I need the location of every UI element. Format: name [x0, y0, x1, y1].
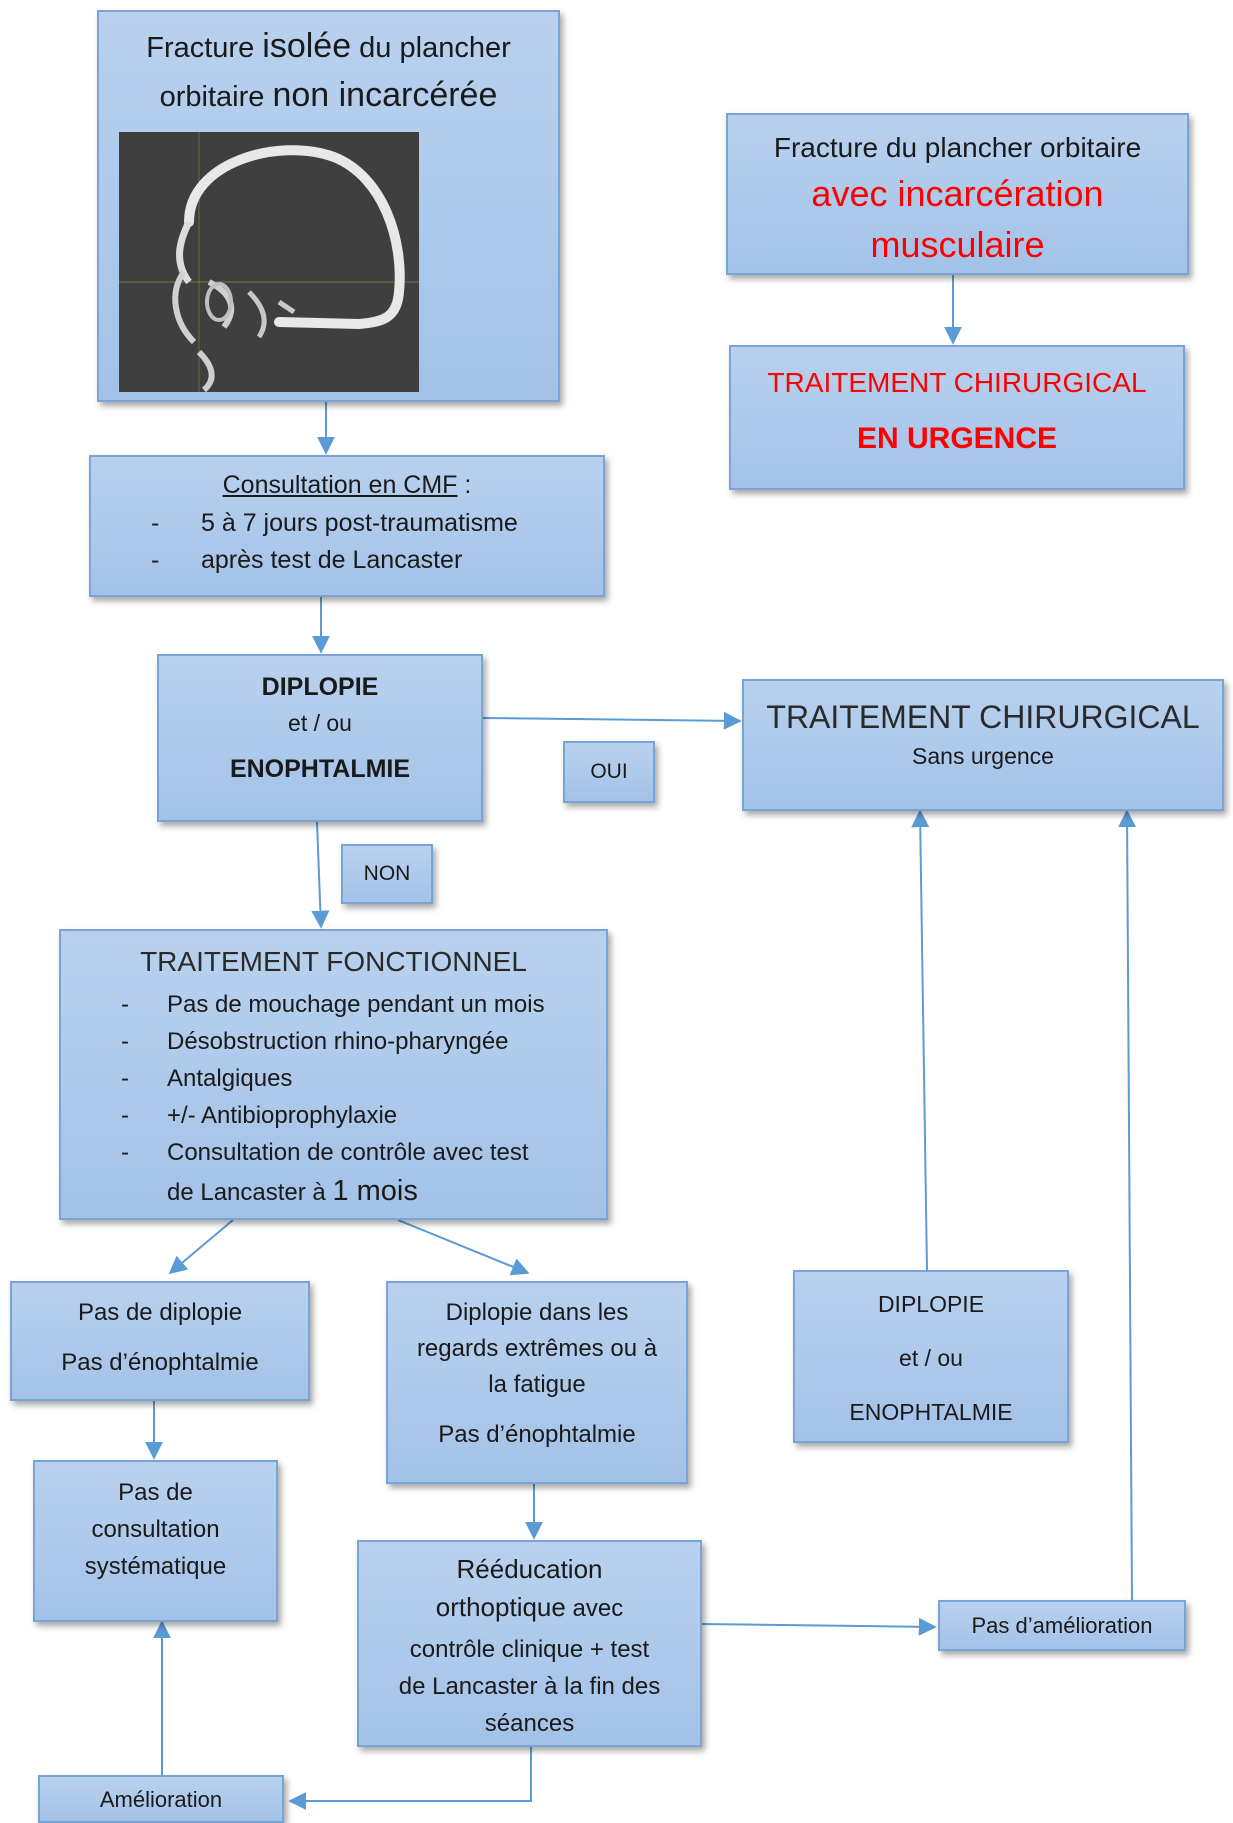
incarcerated-line1: Fracture du plancher orbitaire — [773, 132, 1142, 163]
functional-item: -Pas de mouchage pendant un mois — [121, 991, 545, 1018]
isolated-title-part5: non incarcérée — [272, 76, 498, 114]
reeducation-line3: contrôle clinique + test — [409, 1636, 650, 1663]
oui-text: OUI — [590, 760, 628, 783]
box-diplopie-right: DIPLOPIE et / ou ENOPHTALMIE — [793, 1270, 1069, 1443]
urgent-line2: EN URGENCE — [856, 422, 1058, 455]
diplopie-main-line2: et / ou — [288, 710, 352, 736]
box-incarcerated-fracture: Fracture du plancher orbitaire avec inca… — [726, 113, 1189, 275]
functional-item: -Antalgiques — [121, 1065, 293, 1092]
reeducation-line1: Rééducation — [456, 1554, 603, 1584]
extreme-line2: regards extrêmes ou à — [416, 1335, 658, 1362]
diplopie-main-line1: DIPLOPIE — [261, 673, 379, 701]
arrow-diplopie-to-functional — [311, 821, 330, 929]
isolated-title-part3: du plancher — [351, 32, 511, 64]
isolated-title-part2: isolée — [262, 27, 352, 65]
box-improvement: Amélioration — [38, 1775, 284, 1823]
no-consult-line1: Pas de — [118, 1479, 193, 1506]
box-diplopie-enophtalmie: DIPLOPIE et / ou ENOPHTALMIE — [157, 654, 483, 822]
arrow-reeducation-to-improvement — [288, 1747, 532, 1810]
box-no-consultation: Pas de consultation systématique — [33, 1460, 278, 1622]
extreme-line1: Diplopie dans les — [445, 1299, 629, 1326]
arrow-diplopie-to-surgery — [482, 711, 742, 730]
functional-item: -Consultation de contrôle avec test — [121, 1139, 529, 1166]
consultation-colon: : — [457, 471, 472, 499]
no-diplopia-line1: Pas de diplopie — [77, 1299, 243, 1326]
arrow-functional-to-nodiplopia — [168, 1219, 234, 1275]
arrow-reeducation-to-noimprove — [701, 1617, 937, 1636]
diplopie-main-line3: ENOPHTALMIE — [229, 755, 411, 783]
no-consult-line2: consultation — [91, 1516, 220, 1543]
urgent-line1: TRAITEMENT CHIRURGICAL — [767, 367, 1147, 398]
diplopie-right-line1: DIPLOPIE — [877, 1291, 985, 1317]
no-diplopia-line2: Pas d’énophtalmie — [61, 1349, 259, 1376]
box-functional-treatment: TRAITEMENT FONCTIONNEL -Pas de mouchage … — [59, 929, 608, 1220]
no-improvement-text: Pas d’amélioration — [971, 1613, 1153, 1638]
isolated-title-part4: orbitaire — [159, 81, 273, 113]
box-urgent-surgery: TRAITEMENT CHIRURGICAL EN URGENCE — [729, 345, 1185, 490]
box-isolated-fracture: Fracture isolée du plancher orbitaire no… — [97, 10, 560, 402]
consultation-item: -5 à 7 jours post-traumatisme — [151, 509, 518, 537]
box-consultation-cmf: Consultation en CMF : -5 à 7 jours post-… — [89, 455, 605, 597]
diplopie-right-line3: ENOPHTALMIE — [849, 1399, 1013, 1425]
functional-item: -Désobstruction rhino-pharyngée — [121, 1028, 509, 1055]
ct-scan-image — [119, 132, 419, 392]
isolated-title-part1: Fracture — [146, 32, 263, 64]
incarcerated-line2: avec incarcération — [811, 173, 1104, 214]
reeducation-line4: de Lancaster à la fin des — [398, 1673, 661, 1700]
reeducation-line2b: avec — [565, 1595, 624, 1622]
functional-item-last: de Lancaster à 1 mois — [167, 1175, 418, 1207]
box-diplopia-extreme: Diplopie dans les regards extrêmes ou à … — [386, 1281, 688, 1484]
incarcerated-line3: musculaire — [870, 224, 1045, 265]
arrow-noimprove-to-surgery — [1118, 809, 1137, 1601]
reeducation-line5: séances — [484, 1710, 575, 1737]
consultation-title: Consultation en CMF — [222, 471, 458, 499]
box-no-improvement: Pas d’amélioration — [938, 1600, 1186, 1651]
functional-title: TRAITEMENT FONCTIONNEL — [140, 946, 527, 977]
surgery-line1: TRAITEMENT CHIRURGICAL — [766, 699, 1200, 735]
reeducation-line2a: orthoptique — [435, 1592, 566, 1622]
extreme-line4: Pas d’énophtalmie — [438, 1421, 636, 1448]
diplopie-right-line2: et / ou — [899, 1345, 963, 1371]
functional-item: -+/- Antibioprophylaxie — [121, 1102, 398, 1129]
box-reeducation: Rééducation orthoptique avec contrôle cl… — [357, 1540, 702, 1747]
extreme-line3: la fatigue — [488, 1371, 586, 1398]
label-non: NON — [341, 844, 433, 904]
arrow-diplopie-right-to-surgery — [911, 809, 930, 1271]
arrow-functional-to-diplopia-extreme — [397, 1219, 530, 1276]
label-oui: OUI — [563, 741, 655, 803]
improvement-text: Amélioration — [99, 1787, 223, 1812]
surgery-line2: Sans urgence — [912, 743, 1054, 769]
box-surgery-no-urgency: TRAITEMENT CHIRURGICAL Sans urgence — [742, 679, 1224, 811]
non-text: NON — [363, 862, 411, 885]
no-consult-line3: systématique — [84, 1553, 227, 1580]
consultation-item: -après test de Lancaster — [151, 546, 463, 574]
box-no-diplopia: Pas de diplopie Pas d’énophtalmie — [10, 1281, 310, 1401]
